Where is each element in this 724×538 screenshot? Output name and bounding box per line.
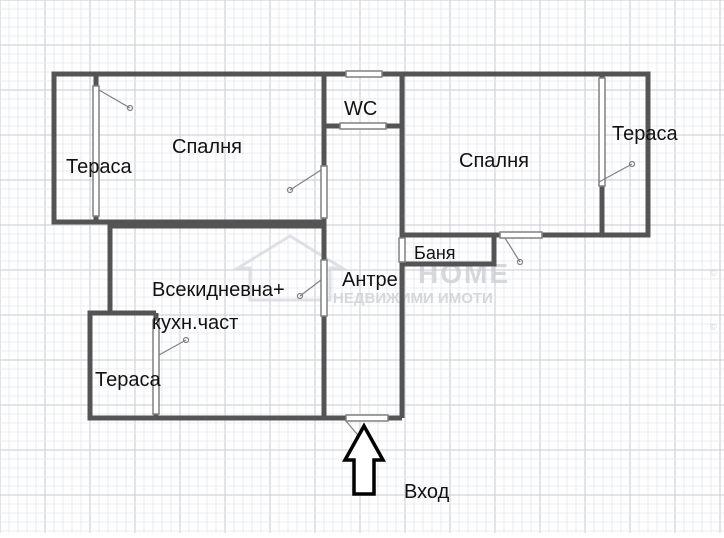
window-wc [345, 70, 383, 78]
door-entrance [345, 414, 389, 422]
watermark-edge-mark-bottom: © [710, 322, 717, 332]
label-living-line2: кухн.част [152, 312, 238, 334]
label-wc: WC [344, 98, 377, 120]
swing-bathroom [504, 237, 521, 263]
wall-bathroom [402, 232, 497, 267]
room-labels: Тераса Спалня WC Спалня Тераса Всекиднев… [66, 98, 678, 503]
swing-terrace-right [598, 163, 633, 183]
label-bathroom: Баня [414, 243, 456, 263]
door-bathroom [398, 237, 406, 263]
swing-handle [182, 336, 190, 344]
label-terrace-right: Тераса [612, 123, 678, 145]
watermark-tagline: НЕДВИЖИМИ ИМОТИ [333, 290, 493, 307]
label-living-line1: Всекидневна+ [152, 279, 285, 301]
watermark-edge-mark-top: © [710, 268, 717, 278]
label-bedroom-right: Спалня [459, 150, 529, 172]
label-bedroom-left: Спалня [172, 136, 242, 158]
door-terrace-left-bottom [152, 319, 160, 415]
door-swings [98, 89, 636, 444]
swing-handle [126, 104, 134, 112]
label-entrance: Вход [404, 481, 450, 503]
swing-terrace-left-bottom [158, 339, 187, 356]
swing-living-room [299, 279, 322, 297]
swing-handle [286, 186, 294, 194]
swing-terrace-left-top [98, 89, 131, 109]
watermark-house-icon [232, 234, 348, 302]
swing-handle [296, 292, 304, 300]
door-living-room [320, 259, 328, 317]
openings [92, 70, 606, 422]
door-terrace-left-top [92, 85, 100, 217]
entrance-arrow-icon [342, 422, 386, 496]
label-terrace-left-top: Тераса [66, 156, 132, 178]
watermark: HOME НЕДВИЖИМИ ИМОТИ © © [232, 234, 717, 332]
door-terrace-right [598, 77, 606, 187]
door-wc [339, 122, 387, 130]
label-terrace-left-bottom: Тераса [95, 369, 161, 391]
label-hall: Антре [342, 269, 398, 291]
swing-bedroom-left [289, 169, 322, 191]
swing-handle [516, 258, 524, 266]
door-bedroom-left [320, 165, 328, 219]
swing-handle [628, 160, 636, 168]
door-bathroom-right [499, 231, 543, 239]
